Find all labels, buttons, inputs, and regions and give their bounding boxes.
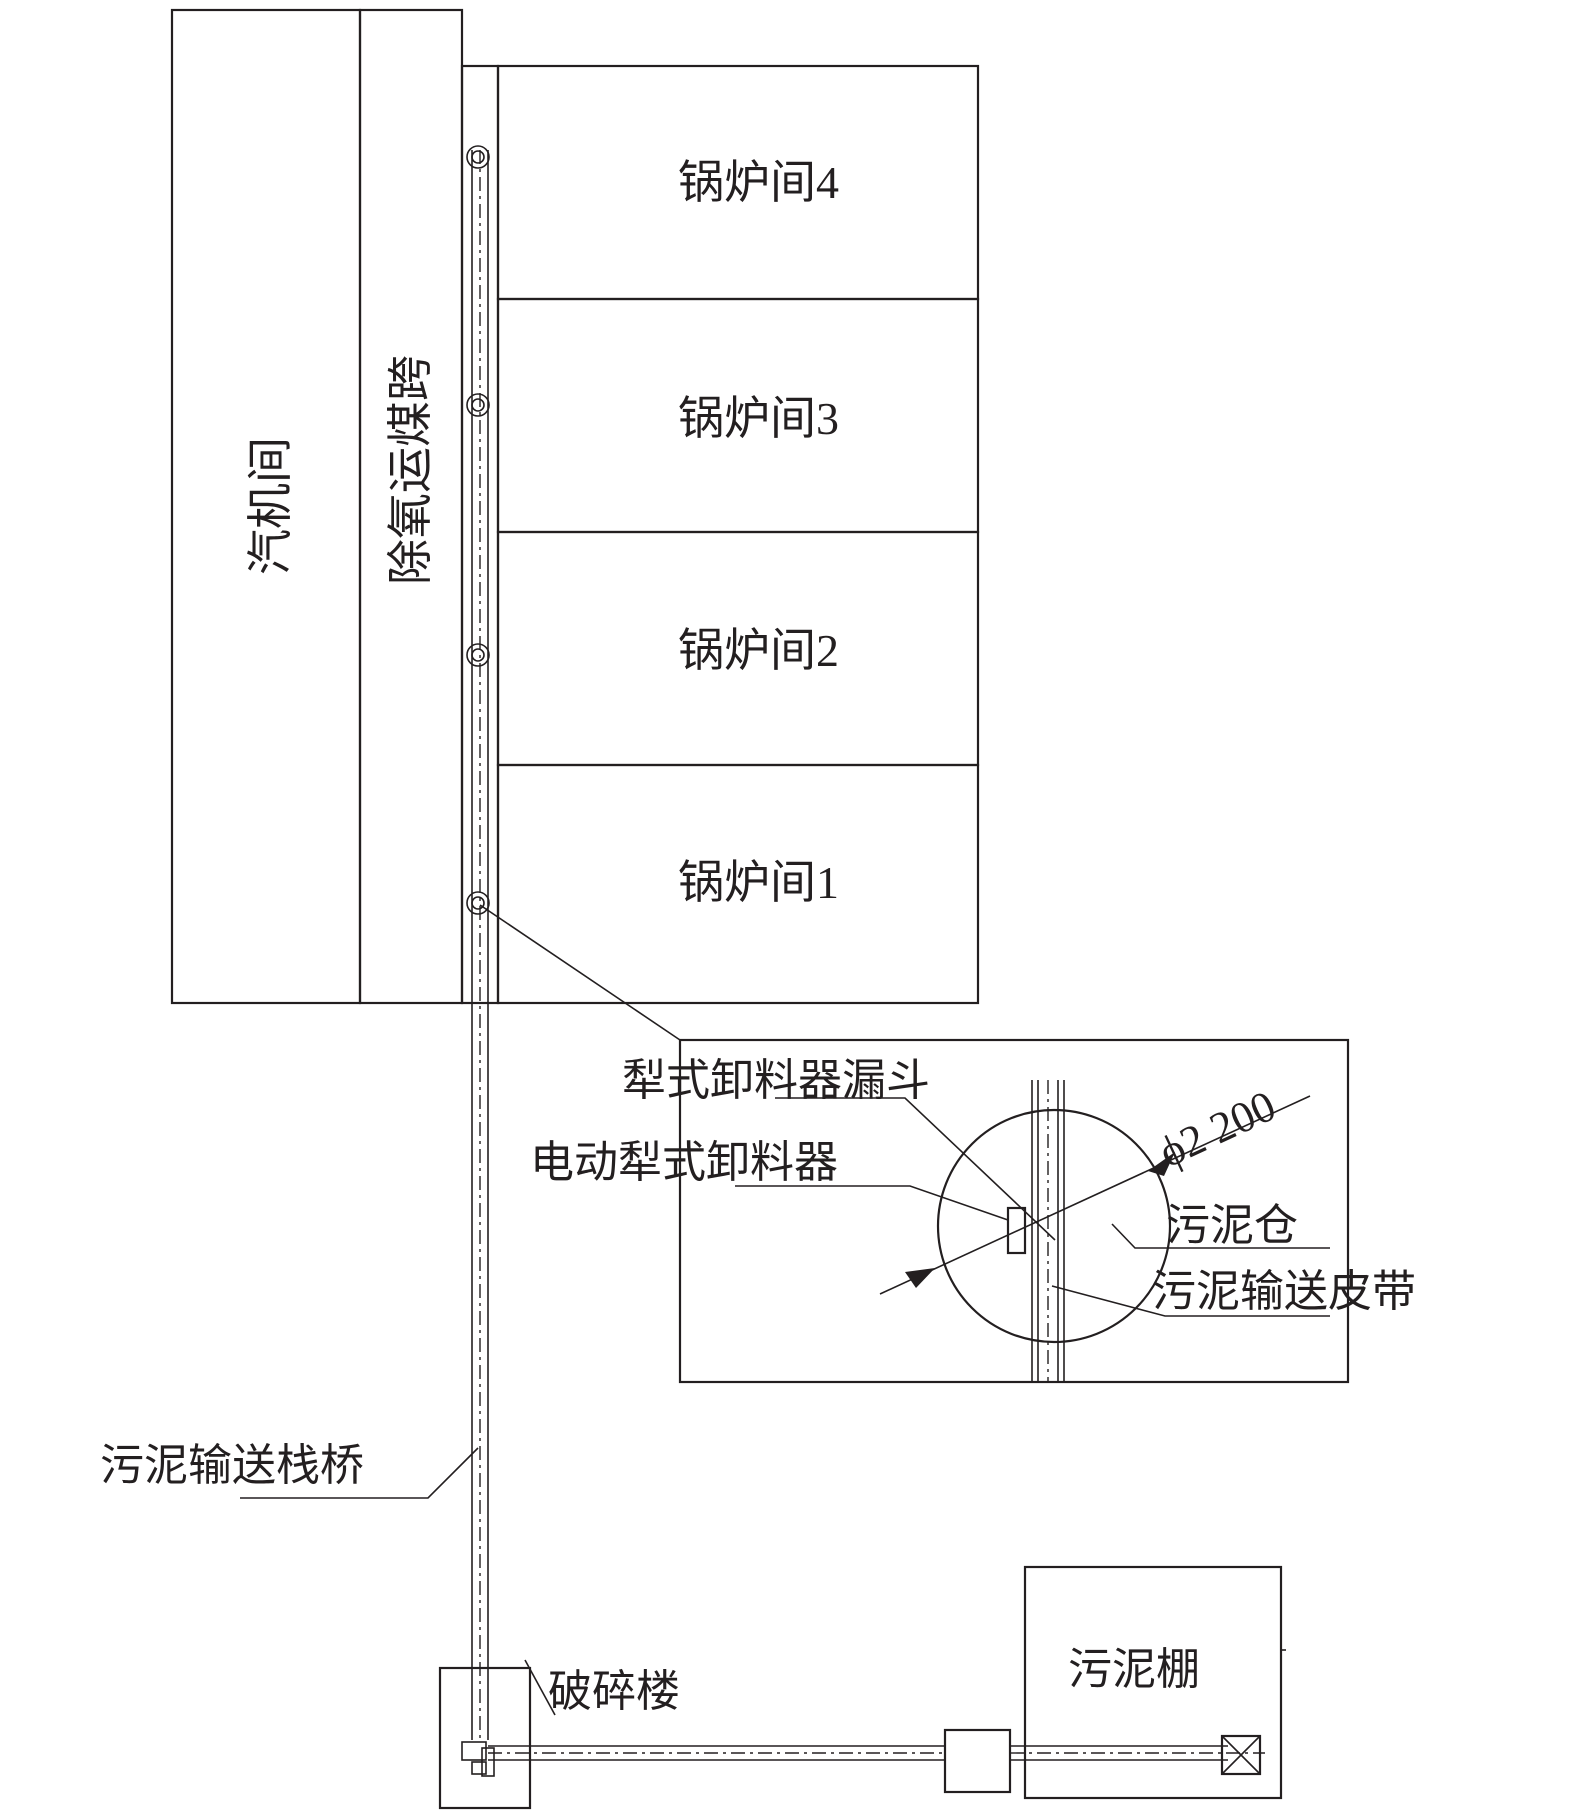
sludge-trestle-label: 污泥输送栈桥	[100, 1441, 364, 1490]
silo-detail-box	[678, 1038, 1350, 1384]
boiler-4-label: 锅炉间4	[678, 157, 839, 208]
belt-leader	[1051, 1285, 1330, 1317]
trestle-leader	[240, 1447, 479, 1499]
diameter-arrow-upper	[1148, 1152, 1175, 1176]
sludge-shed-block	[1023, 1565, 1283, 1800]
boiler-1-label: 锅炉间1	[678, 857, 839, 908]
plough-unloader	[1006, 1206, 1027, 1255]
discharge-hopper	[1220, 1734, 1262, 1776]
horizontal-conveyor	[488, 1745, 1265, 1761]
detail-callout-leader	[479, 904, 681, 1041]
electric-plough-label: 电动犁式卸料器	[530, 1138, 838, 1187]
sludge-silo-marker-4	[466, 145, 490, 169]
diameter-arrow-lower	[905, 1268, 935, 1288]
sludge-silo-marker-2	[466, 643, 490, 667]
boiler-3-label: 锅炉间3	[678, 393, 839, 444]
sludge-silo-label: 污泥仓	[1166, 1201, 1298, 1250]
sludge-shed-label: 污泥棚	[1068, 1645, 1200, 1694]
transfer-station	[943, 1728, 1012, 1794]
sludge-silo-marker-1	[466, 891, 490, 915]
turbine-hall-label: 汽机间	[245, 437, 296, 575]
hopper-leader	[775, 1097, 1056, 1241]
sludge-silo-marker-3	[466, 393, 490, 417]
crusher-leader	[524, 1659, 556, 1716]
sludge-silo-circle	[936, 1108, 1172, 1344]
deaerator-bay-label: 除氧运煤跨	[385, 355, 436, 585]
sludge-conveyor-trestle	[471, 150, 489, 1740]
crusher-building-block	[438, 1666, 532, 1810]
boiler-room-1	[496, 763, 980, 1005]
sludge-belt-label: 污泥输送皮带	[1152, 1267, 1416, 1316]
detail-conveyor-belt	[1031, 1080, 1065, 1383]
diameter-label: ϕ2 200	[1152, 1081, 1283, 1177]
plough-hopper-label: 犁式卸料器漏斗	[622, 1056, 930, 1105]
boiler-2-label: 锅炉间2	[678, 625, 839, 676]
crusher-equipment	[461, 1741, 495, 1777]
silo-leader	[1111, 1223, 1330, 1249]
crusher-building-label: 破碎楼	[548, 1667, 680, 1716]
plough-leader	[735, 1185, 1009, 1221]
diameter-dimension-line	[879, 1095, 1311, 1295]
